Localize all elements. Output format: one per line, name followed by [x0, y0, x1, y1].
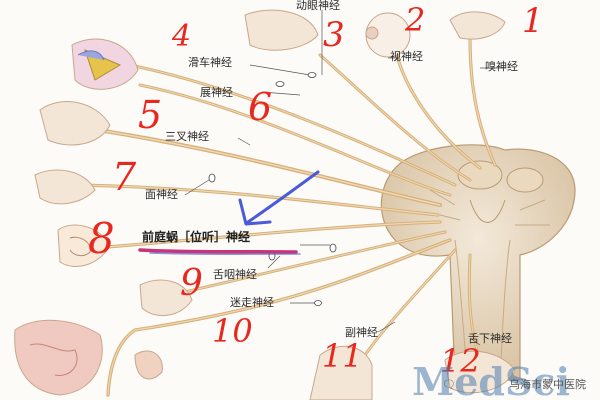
- watermark-text: 乌海市蒙中医院: [509, 378, 586, 391]
- face-sketch-upper: [39, 101, 111, 146]
- ear-sketch: [57, 224, 111, 267]
- oculomotor-nerve-path: [318, 53, 472, 182]
- label-optic: 视神经: [390, 50, 423, 63]
- number-abducens: 6: [248, 85, 273, 129]
- label-trigeminal: 三叉神经: [165, 130, 209, 143]
- hypoglossal-nerve-path: [467, 253, 482, 362]
- number-vestibulocochlear: 8: [88, 214, 115, 263]
- nerve-paths: [53, 28, 497, 397]
- face-sketch-lower: [34, 169, 96, 205]
- watermark-logo: MedSci: [412, 359, 570, 400]
- label-vagus: 迷走神经: [230, 296, 274, 309]
- chat-bubble-icon: 🗨: [442, 378, 456, 391]
- number-trigeminal: 5: [138, 93, 163, 137]
- neck-sketch: [309, 345, 373, 400]
- number-vagus: 10: [212, 312, 253, 350]
- abducens-nerve-path: [138, 83, 452, 197]
- trigeminal-nerve-path: [83, 126, 442, 207]
- label-accessory: 副神经: [345, 326, 378, 339]
- label-olfactory: 嗅神经: [485, 60, 518, 73]
- olfactory-nerve-path: [468, 28, 497, 167]
- number-olfactory: 1: [522, 1, 544, 41]
- number-hypoglossal: 12: [440, 342, 481, 380]
- label-facial: 面神经: [145, 188, 178, 201]
- number-glossopharyngeal: 9: [180, 263, 203, 304]
- pharynx-sketch: [139, 279, 193, 317]
- orbit-sketch: [244, 9, 319, 51]
- label-oculomotor: 动眼神经: [296, 0, 340, 12]
- label-hypoglossal: 舌下神经: [468, 332, 512, 345]
- label-vestibulocochlear: 前庭蜗［位听］神经: [142, 230, 251, 244]
- viscera-sketch: [14, 319, 103, 396]
- facial-nerve-path: [53, 183, 440, 217]
- glossopharyngeal-nerve-path: [148, 230, 447, 302]
- peripheral-targets: [14, 9, 516, 400]
- number-oculomotor: 3: [323, 15, 345, 55]
- vestibulocochlear-nerve-path: [68, 220, 442, 252]
- number-optic: 2: [405, 1, 426, 39]
- nose-sketch: [449, 11, 506, 40]
- vagus-nerve-path: [106, 238, 452, 397]
- trochlear-nerve-path: [128, 63, 457, 187]
- number-trochlear: 4: [172, 19, 192, 54]
- label-glossopharyngeal: 舌咽神经: [213, 268, 257, 281]
- label-trochlear: 滑车神经: [188, 56, 232, 69]
- leader-lines: [184, 10, 505, 346]
- highlight-underline: [138, 248, 298, 254]
- label-abducens: 展神经: [200, 86, 233, 99]
- chin-sketch: [444, 350, 516, 394]
- highlight-arrow: [238, 170, 320, 226]
- number-accessory: 11: [322, 337, 363, 375]
- number-facial: 7: [112, 155, 137, 199]
